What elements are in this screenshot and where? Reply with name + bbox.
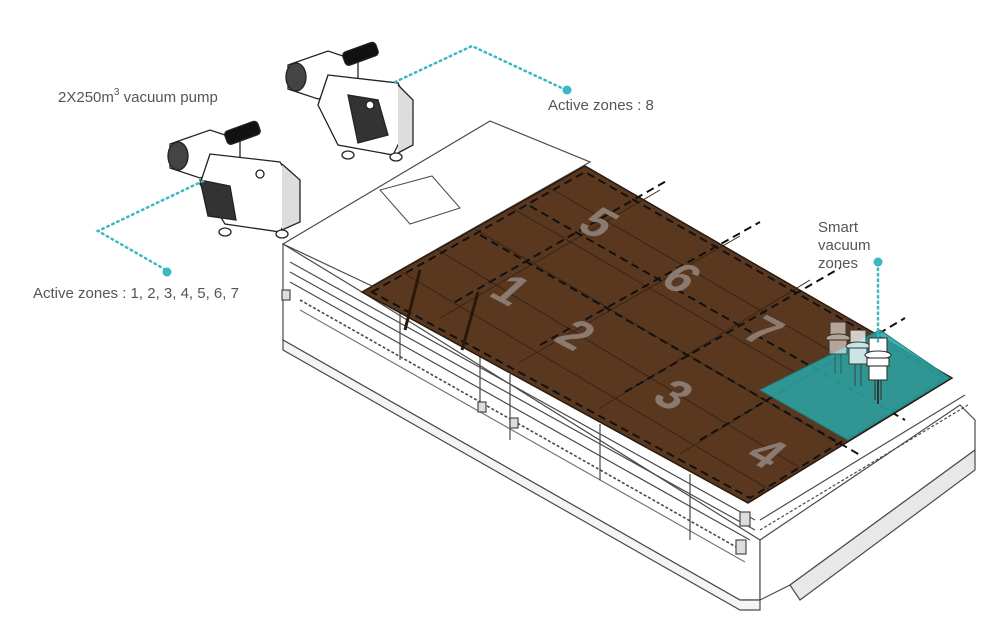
smart-label-line1: Smart — [818, 219, 859, 236]
pump-label-suffix: vacuum pump — [119, 89, 218, 106]
machine-base — [281, 120, 976, 611]
smart-label-line3: zones — [818, 255, 859, 272]
leader-dots — [162, 85, 883, 277]
pump-label-superscript: 3 — [113, 87, 120, 98]
pump-label-text: 2X250m — [58, 89, 114, 106]
leader-lines — [95, 44, 880, 344]
smart-vacuum-zones-label: Smart vacuum zones — [818, 219, 898, 273]
active-zones-pump1-label: Active zones : 1, 2, 3, 4, 5, 6, 7 — [33, 285, 239, 302]
pump-label: 2X250m3 vacuum pump — [58, 87, 218, 107]
smart-label-line2: vacuum — [818, 237, 871, 254]
vacuum-pump-icon — [167, 41, 414, 239]
spindle-head-icon — [825, 321, 892, 404]
active-zones-pump2-label: Active zones : 8 — [548, 97, 654, 114]
